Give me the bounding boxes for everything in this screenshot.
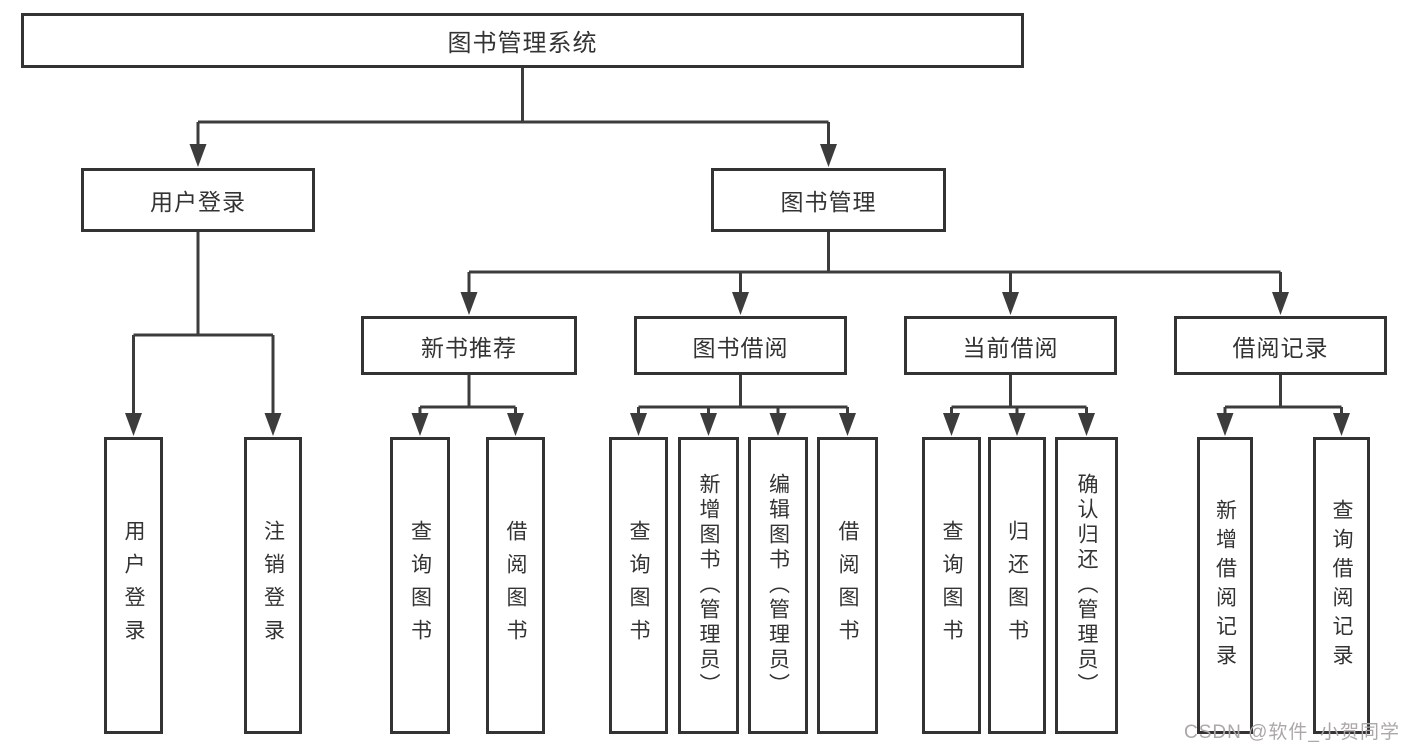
node-book-borrowing-label: 图书借阅 (692, 334, 789, 361)
leaf-confirm-return-admin-label: 确认归还（管理员） (1075, 473, 1098, 698)
leaf-user-login-label: 用户登录 (122, 519, 145, 652)
leaf-query-books-borrowing: 查询图书 (609, 437, 668, 734)
leaf-add-books-admin-label: 新增图书（管理员） (697, 473, 720, 698)
leaf-query-books-current: 查询图书 (922, 437, 981, 734)
node-borrow-records-label: 借阅记录 (1232, 334, 1329, 361)
leaf-query-books-current-label: 查询图书 (940, 519, 963, 652)
leaf-borrow-books-label: 借阅图书 (836, 519, 859, 652)
leaf-edit-books-admin-label: 编辑图书（管理员） (766, 473, 790, 698)
arrowhead-icons (125, 144, 1350, 436)
leaf-logout-label: 注销登录 (261, 519, 285, 652)
leaf-return-books-label: 归还图书 (1005, 519, 1029, 652)
leaf-add-borrow-record: 新增借阅记录 (1197, 437, 1253, 734)
leaf-borrow-books-recommend-label: 借阅图书 (504, 519, 527, 652)
leaf-query-borrow-record-label: 查询借阅记录 (1330, 498, 1353, 673)
node-current-borrowing-label: 当前借阅 (962, 334, 1059, 361)
node-user-login: 用户登录 (81, 168, 315, 232)
leaf-borrow-books-recommend: 借阅图书 (486, 437, 545, 734)
leaf-query-borrow-record: 查询借阅记录 (1313, 437, 1370, 734)
leaf-user-login: 用户登录 (104, 437, 163, 734)
node-new-book-recommend-label: 新书推荐 (421, 334, 517, 361)
node-book-management: 图书管理 (711, 168, 946, 232)
node-library-system: 图书管理系统 (21, 13, 1024, 68)
node-new-book-recommend: 新书推荐 (361, 316, 577, 375)
node-book-borrowing: 图书借阅 (634, 316, 847, 375)
leaf-edit-books-admin: 编辑图书（管理员） (748, 437, 808, 734)
leaf-query-books-recommend: 查询图书 (390, 437, 450, 734)
node-library-system-label: 图书管理系统 (447, 30, 598, 57)
node-book-management-label: 图书管理 (780, 189, 877, 215)
leaf-logout: 注销登录 (244, 437, 302, 734)
leaf-confirm-return-admin: 确认归还（管理员） (1055, 437, 1118, 734)
leaf-add-borrow-record-label: 新增借阅记录 (1213, 498, 1237, 673)
leaf-query-books-borrowing-label: 查询图书 (627, 519, 650, 652)
watermark-text: CSDN @软件_小贺同学 (1184, 722, 1400, 743)
leaf-add-books-admin: 新增图书（管理员） (678, 437, 739, 734)
node-user-login-label: 用户登录 (150, 189, 246, 215)
leaf-return-books: 归还图书 (988, 437, 1046, 734)
leaf-query-books-recommend-label: 查询图书 (408, 519, 432, 652)
leaf-borrow-books: 借阅图书 (817, 437, 878, 734)
node-borrow-records: 借阅记录 (1174, 316, 1387, 375)
node-current-borrowing: 当前借阅 (904, 316, 1117, 375)
